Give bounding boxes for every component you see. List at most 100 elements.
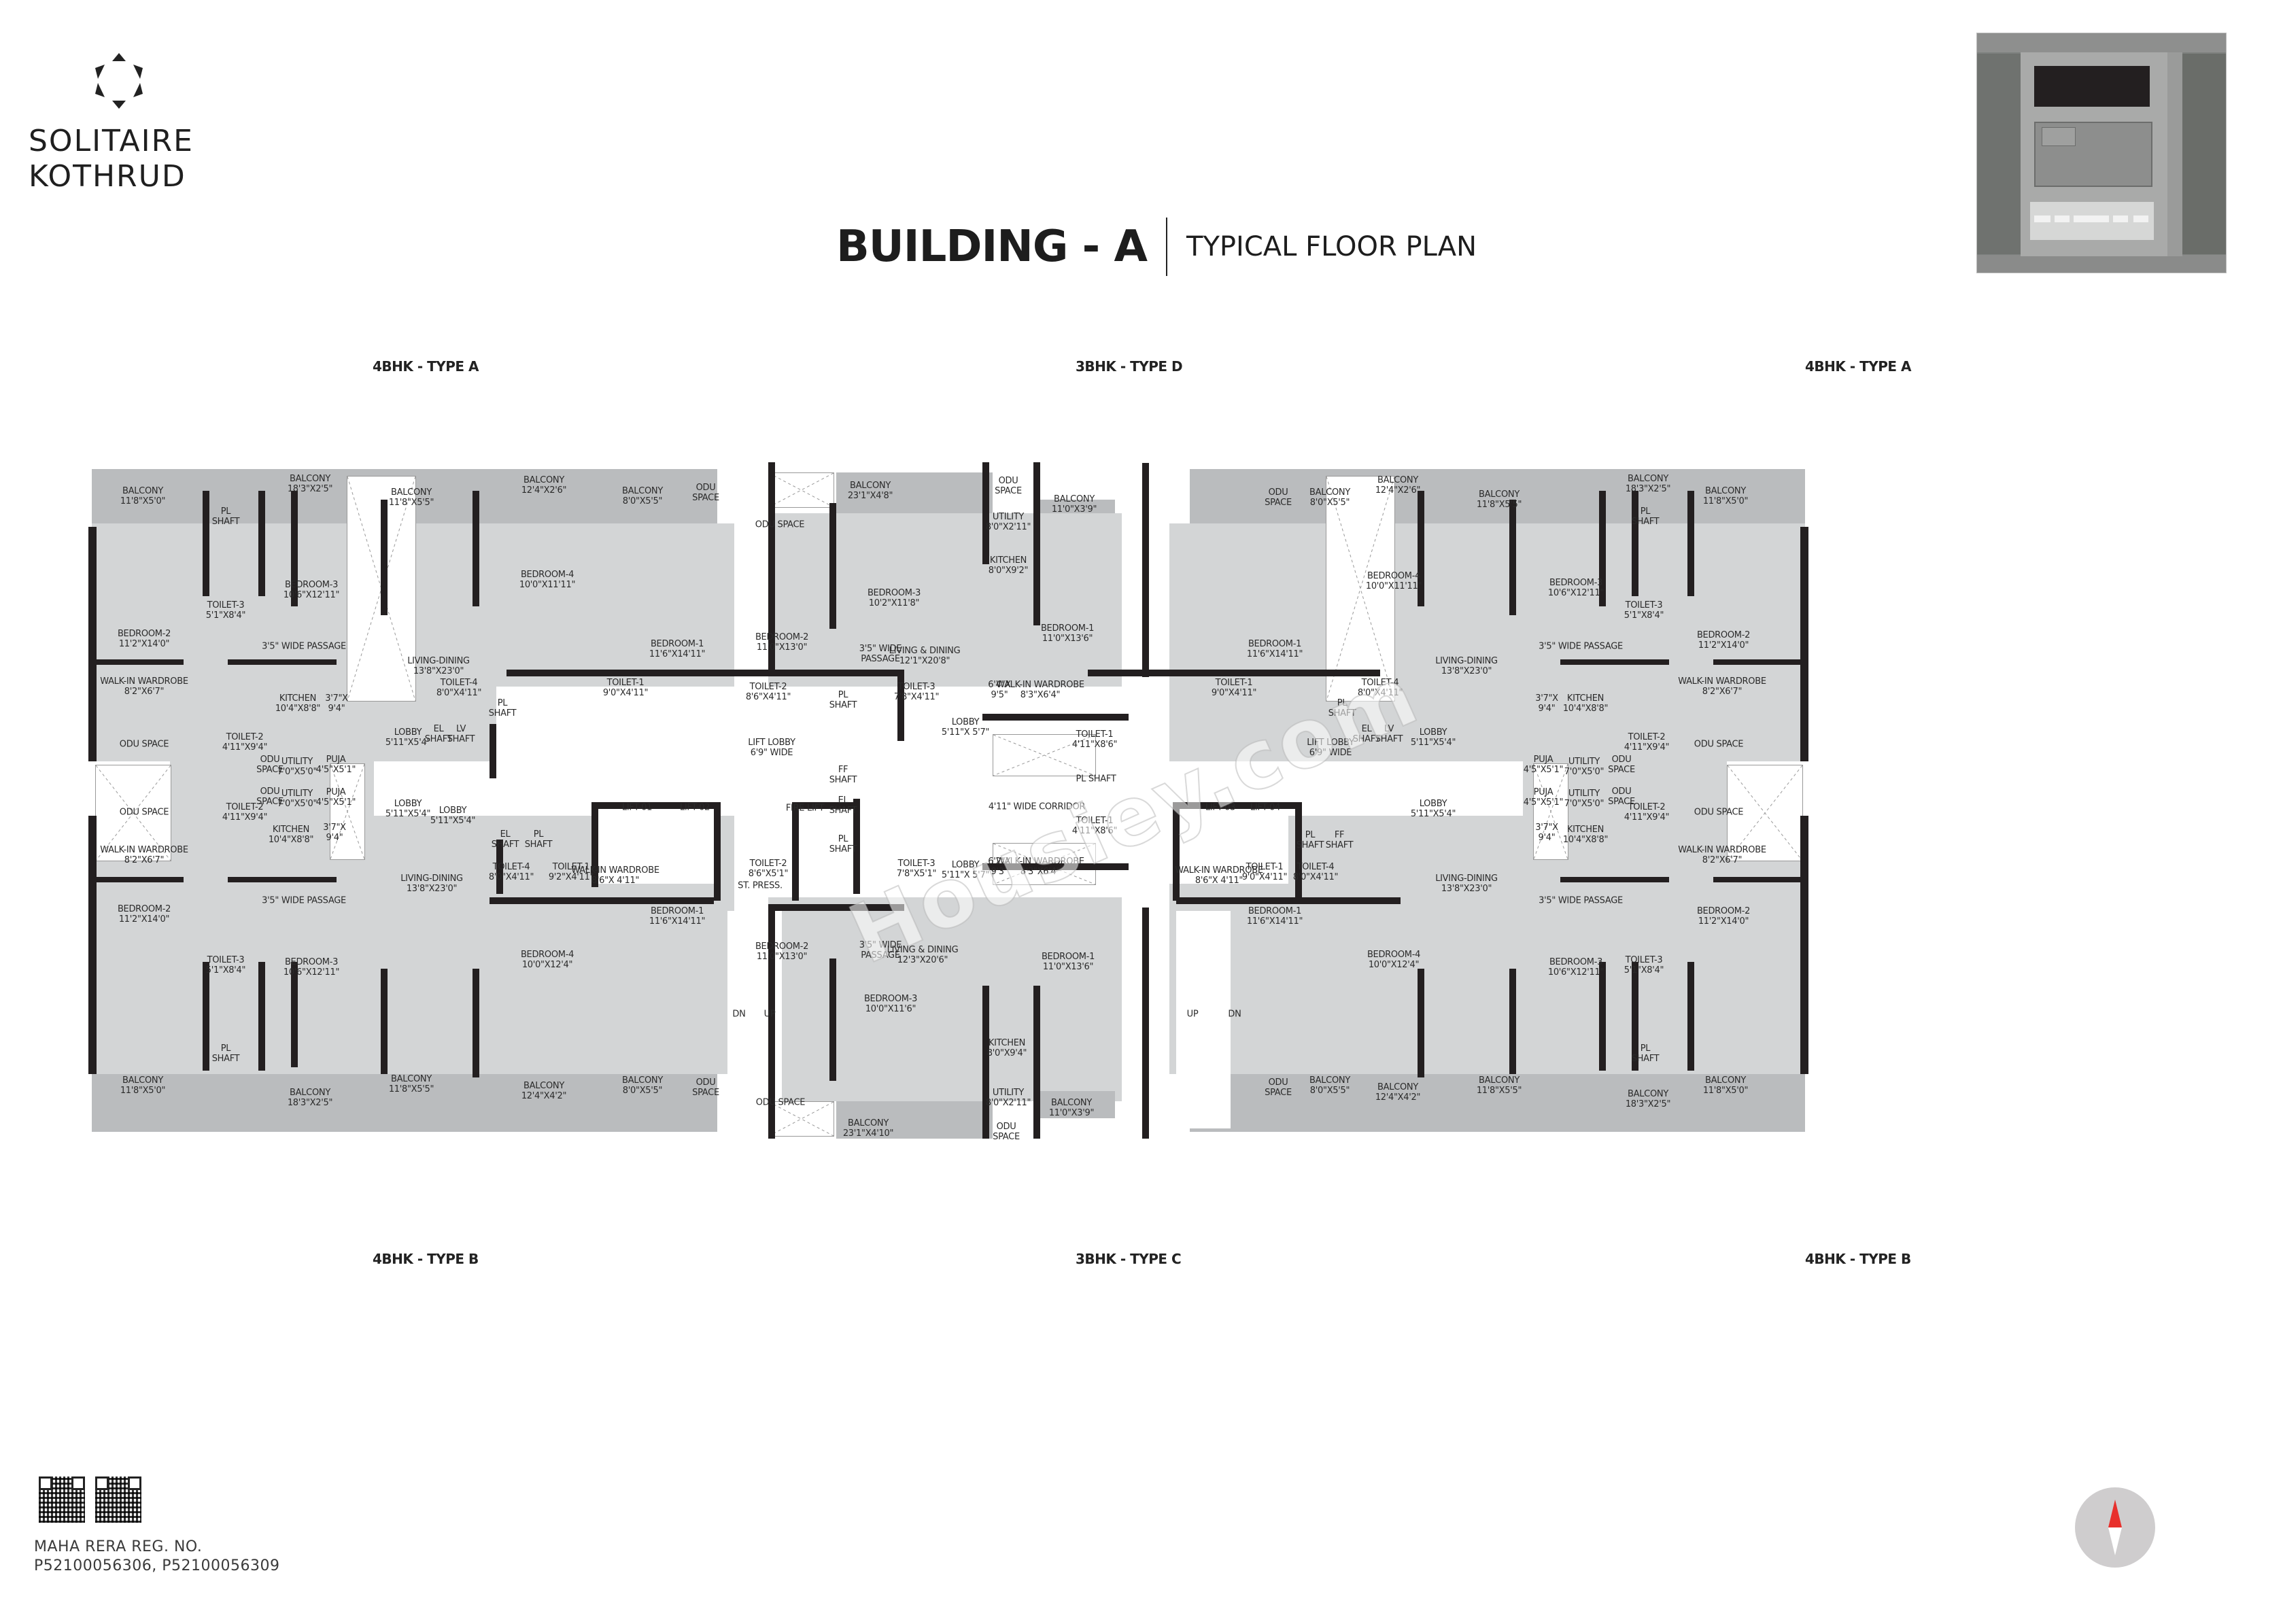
room-dimension: 5'11"X 5'7" bbox=[941, 727, 990, 738]
room-dimension: SHAFT bbox=[1328, 708, 1356, 719]
room-label-lift02: LIFT-02 bbox=[680, 803, 710, 813]
room-dimension: 8'0"X4'11" bbox=[488, 872, 534, 882]
room-dimension: 8'2"X6'7" bbox=[124, 855, 165, 865]
room-dimension: 10'0"X11'6" bbox=[865, 1004, 916, 1014]
room-dimension: 10'6"X12'11" bbox=[1547, 967, 1604, 978]
room-label-stairs-l-up: UP bbox=[764, 1009, 776, 1020]
room-name: BEDROOM-3 bbox=[284, 580, 339, 590]
balcony-top-center bbox=[836, 472, 993, 513]
room-name: BEDROOM-4 bbox=[1367, 950, 1421, 960]
room-name: LIFT LOBBY bbox=[1307, 738, 1354, 748]
room-name: BALCONY bbox=[391, 1074, 432, 1084]
room-dimension: 8'3"X6'4" bbox=[1020, 690, 1061, 700]
rera-numbers: P52100056306, P52100056309 bbox=[34, 1557, 280, 1574]
room-dimension: 9'0"X4'11" bbox=[1211, 688, 1257, 698]
room-dimension: 8'6"X 4'11" bbox=[591, 876, 640, 886]
room-dimension: 9'0"X4'11" bbox=[602, 688, 649, 698]
room-dimension: 18'3"X2'5" bbox=[287, 484, 333, 494]
lift-shafts-left bbox=[595, 806, 721, 884]
room-name: TOILET-2 bbox=[749, 859, 787, 869]
room-name: BALCONY bbox=[1377, 475, 1418, 485]
room-name: PL bbox=[1640, 506, 1651, 517]
room-dimension: 11'2"X14'0" bbox=[1698, 916, 1749, 927]
room-name: BALCONY bbox=[1628, 1089, 1668, 1099]
void-duct-left bbox=[95, 765, 171, 861]
room-dimension: 18'3"X2'5" bbox=[1625, 1099, 1671, 1109]
unit-label-top-center: 3BHK - TYPE D bbox=[1076, 358, 1183, 375]
room-name: LOBBY bbox=[439, 806, 467, 816]
room-name: LV bbox=[1384, 724, 1394, 734]
room-name: BALCONY bbox=[848, 1118, 889, 1128]
room-dimension: 11'6"X14'11" bbox=[1246, 649, 1303, 659]
room-name: BALCONY bbox=[850, 481, 891, 491]
room-dimension: 5'1"X8'4" bbox=[205, 965, 246, 975]
brand-logo-icon bbox=[95, 53, 143, 109]
room-dimension: 13'8"X23'0" bbox=[1441, 666, 1492, 676]
room-name: LOBBY bbox=[951, 860, 980, 870]
room-dimension: SHAFT bbox=[1296, 840, 1324, 850]
floor-top-right bbox=[1169, 523, 1805, 761]
void-corridor-top bbox=[993, 734, 1096, 776]
room-name: ODU bbox=[1268, 487, 1288, 498]
room-name: BEDROOM-2 bbox=[1696, 906, 1751, 916]
room-dimension: 4'11"X9'4" bbox=[1624, 812, 1670, 823]
room-dimension: 4'5"X5'1" bbox=[315, 797, 356, 808]
room-name: 3'7"X bbox=[323, 823, 346, 833]
room-label-tr-passage: 3'5" WIDE PASSAGE bbox=[1539, 642, 1623, 652]
room-name: KITCHEN bbox=[272, 825, 310, 835]
room-name: TOILET-3 bbox=[207, 600, 245, 610]
room-name: 3'7"X bbox=[1535, 693, 1558, 704]
room-dimension: 13'8"X23'0" bbox=[413, 666, 464, 676]
room-dimension: SHAFT bbox=[447, 734, 475, 744]
room-label-tl-odu: ODU SPACE bbox=[120, 740, 169, 750]
room-name: TOILET-1 bbox=[552, 862, 590, 872]
room-name: ODU SPACE bbox=[755, 1097, 806, 1108]
room-dimension: 10'6"X12'11" bbox=[283, 590, 340, 600]
room-name: 3'7"X bbox=[325, 693, 348, 704]
room-name: 3'7"X bbox=[1535, 823, 1558, 833]
room-dimension: 11'8"X5'5" bbox=[1476, 500, 1522, 510]
plan-subtitle: TYPICAL FLOOR PLAN bbox=[1186, 231, 1477, 262]
room-dimension: SHAFT bbox=[829, 775, 857, 785]
room-dimension: 11'0"X13'6" bbox=[1042, 634, 1093, 644]
room-label-lift03: LIFT-03 bbox=[1205, 803, 1236, 813]
unit-label-top-right: 4BHK - TYPE A bbox=[1805, 358, 1912, 375]
room-name: PL bbox=[838, 690, 848, 700]
room-name: TOILET-2 bbox=[226, 732, 264, 742]
room-label-firelift: FIRE LIFT bbox=[786, 804, 825, 814]
room-dimension: SPACE bbox=[1265, 1088, 1292, 1098]
